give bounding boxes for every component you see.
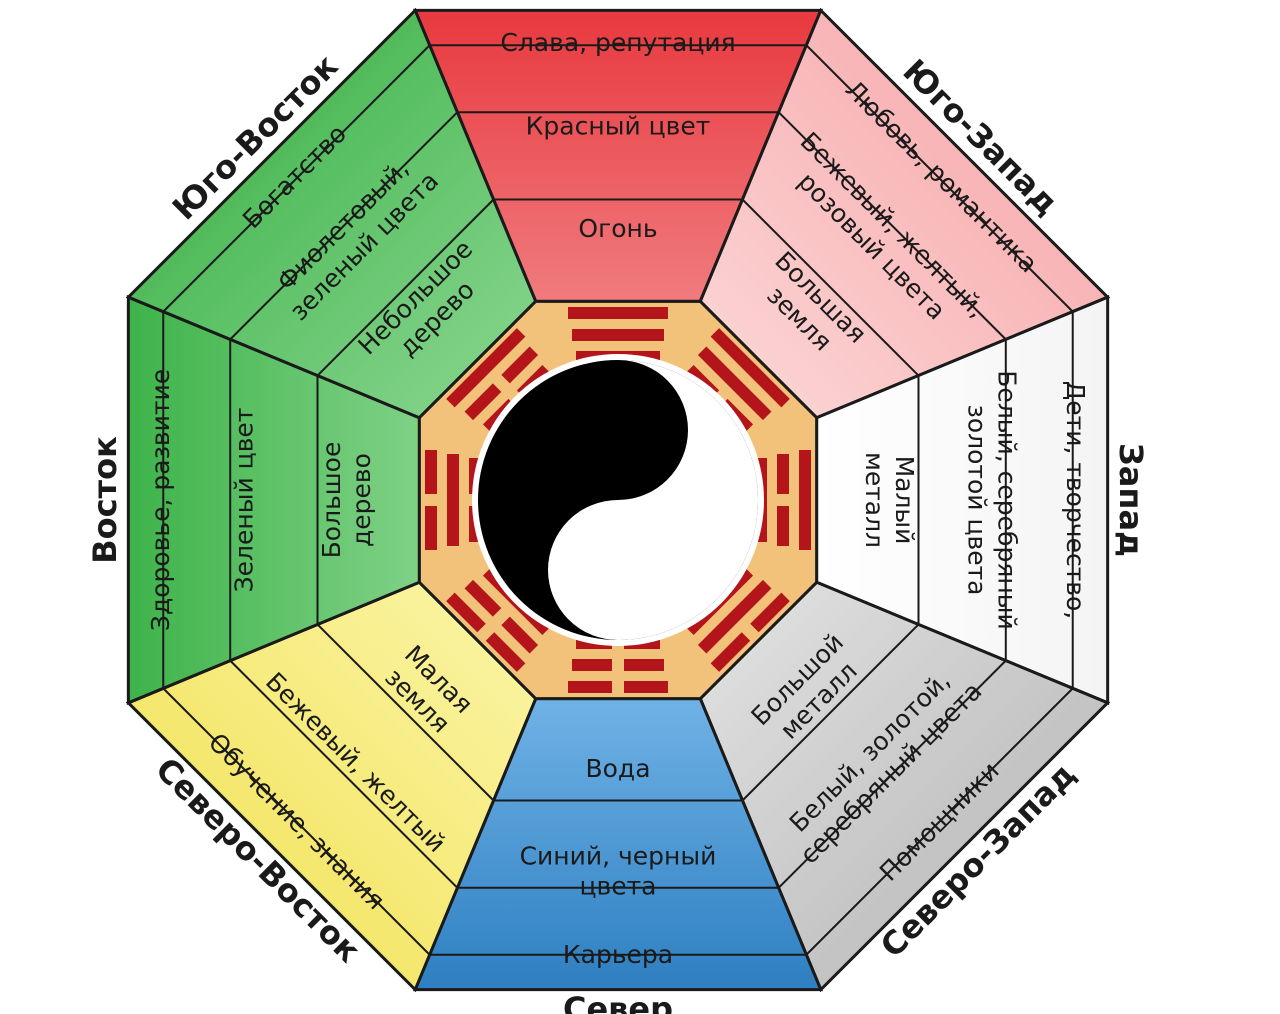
trigram-west-line-broken-right <box>777 506 789 546</box>
trigram-east-line-broken-right <box>425 450 437 494</box>
trigram-northwest-line-solid <box>697 579 772 654</box>
trigram-south-line-solid <box>568 307 668 319</box>
sector-west-band-3: Малыйметалл <box>860 452 919 548</box>
trigram-northeast-line-broken-left <box>501 616 539 654</box>
sector-southeast-divider <box>162 44 431 313</box>
sector-west-band-1-line-1: Дети, творчество, <box>1061 381 1090 620</box>
sector-west-band-3-line-1: Малый <box>890 456 919 545</box>
trigram-northwest-line-broken-left <box>750 592 790 633</box>
sector-north-band-1: Карьера <box>563 940 673 969</box>
trigram-northeast-line-broken-right <box>464 579 502 617</box>
yin-yang-icon <box>472 354 764 646</box>
sector-east-band-2-line-1: Зеленый цвет <box>230 408 259 593</box>
sector-south-title: Юг <box>591 0 645 6</box>
sector-southwest-divider <box>777 111 1007 341</box>
trigram-west-line-broken-left <box>777 454 789 494</box>
trigram-east-line-solid <box>447 454 459 546</box>
sector-west-band-2-line-1: Белый, серебряный <box>993 370 1022 629</box>
sector-south-band-3-line-1: Огонь <box>578 214 657 243</box>
sector-south-band-1: Слава, репутация <box>500 28 735 57</box>
trigram-southeast-line-broken-left <box>464 383 502 421</box>
sector-east-band-1: Здоровье, развитие <box>146 369 175 631</box>
sector-northeast-divider <box>162 687 431 956</box>
sector-southeast-divider <box>229 111 459 341</box>
sector-west-band-2: Белый, серебряныйзолотой цвета <box>963 370 1022 629</box>
sector-north-title: Север <box>563 990 673 1014</box>
sector-south-band-3: Огонь <box>578 214 657 243</box>
sector-east-band-1-line-1: Здоровье, развитие <box>146 369 175 631</box>
trigram-southwest-line-solid <box>697 346 772 421</box>
sector-west-band-3-line-2: металл <box>860 452 889 548</box>
sector-east-title: Восток <box>86 436 124 564</box>
sector-southwest-divider <box>741 198 920 377</box>
sector-east-band-3: Большоедерево <box>317 442 376 559</box>
sector-north-band-3-line-1: Вода <box>585 754 650 783</box>
yin-dot <box>606 558 630 582</box>
sector-north-band-2-line-2: цвета <box>579 872 656 901</box>
sector-south-band-2-line-1: Красный цвет <box>526 112 711 141</box>
sector-east-band-3-line-1: Большое <box>317 442 346 559</box>
yang-half <box>548 360 758 640</box>
sector-east-band-2: Зеленый цвет <box>230 408 259 593</box>
sector-north-band-3: Вода <box>585 754 650 783</box>
trigram-south-line-solid <box>572 329 664 341</box>
trigram-north-line-broken-right <box>568 681 612 693</box>
sector-northwest-divider <box>777 659 1007 889</box>
trigram-southeast-line-broken-right <box>501 346 539 384</box>
center-layer <box>417 299 819 701</box>
trigram-northwest-line-broken-right <box>710 632 751 672</box>
trigram-north-line-broken-left <box>624 681 668 693</box>
sector-south-band-1-line-1: Слава, репутация <box>500 28 735 57</box>
trigram-southeast-line-solid <box>446 328 526 408</box>
trigram-northeast-line-broken-left <box>485 632 526 672</box>
sector-northeast-divider <box>316 623 495 802</box>
sector-east: Восток Здоровье, развитие Зеленый цвет Боль… <box>86 294 421 706</box>
sector-northwest-divider <box>805 687 1074 956</box>
trigram-east-line-broken-left <box>425 506 437 550</box>
sector-west-title: Запад <box>1112 443 1150 557</box>
sector-east-band-3-line-2: дерево <box>347 453 376 547</box>
sector-northwest-divider <box>741 623 920 802</box>
sector-west-band-2-line-2: золотой цвета <box>963 405 992 596</box>
trigram-southwest-line-solid <box>710 328 790 408</box>
sector-southeast-divider <box>316 198 495 377</box>
sector-north-band-1-line-1: Карьера <box>563 940 673 969</box>
sector-north-band-2-line-1: Синий, черный <box>520 842 717 871</box>
sector-southwest-divider <box>805 44 1074 313</box>
sector-west-band-1: Дети, творчество, <box>1061 381 1090 620</box>
trigram-northeast-line-broken-right <box>446 592 486 633</box>
sector-northeast-divider <box>229 659 459 889</box>
trigram-north-line-broken-left <box>624 659 664 671</box>
yang-dot <box>606 418 630 442</box>
trigram-north-line-broken-right <box>572 659 612 671</box>
trigram-west-line-solid <box>799 450 811 550</box>
sector-south-band-2: Красный цвет <box>526 112 711 141</box>
